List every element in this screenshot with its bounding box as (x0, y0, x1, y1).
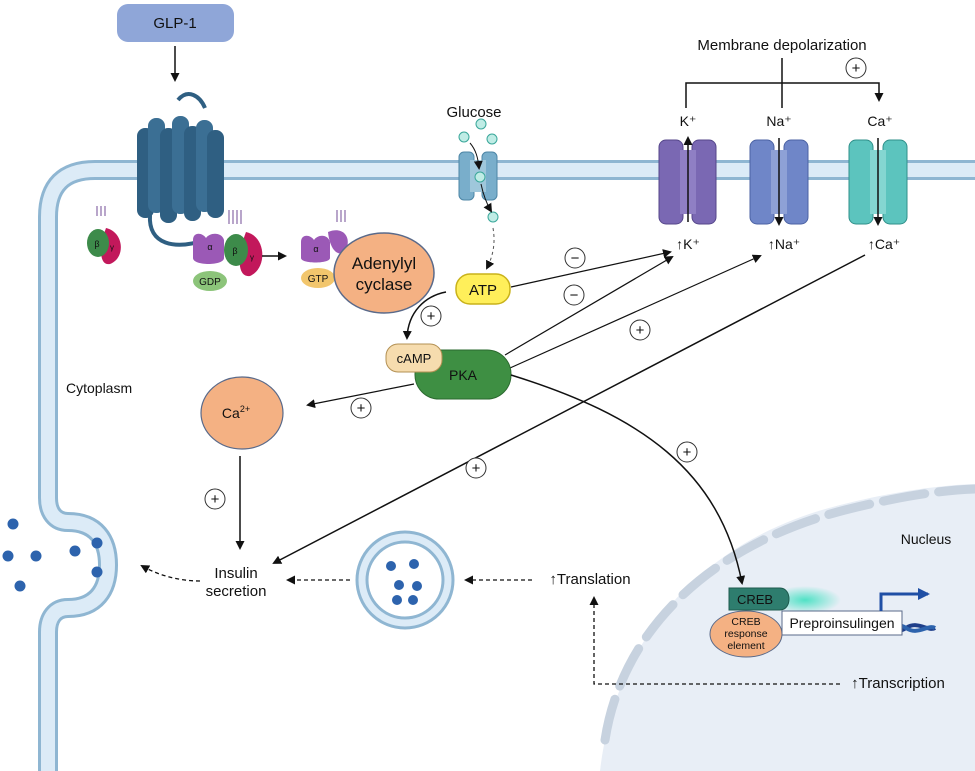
nuclear-envelope (600, 484, 975, 745)
plus-badge: + (845, 57, 867, 79)
adenylyl-cyclase (333, 232, 435, 314)
glp1-receptor (137, 92, 224, 247)
k-increase-label: ↑K⁺ (676, 236, 700, 252)
svg-text:+: + (211, 491, 220, 508)
plus-badge: + (629, 319, 651, 341)
atp-node (455, 273, 511, 305)
svg-text:α: α (207, 242, 212, 252)
insulin-secretion-label: Insulin (214, 565, 257, 582)
svg-text:secretion: secretion (206, 583, 267, 600)
creb-protein (728, 587, 790, 611)
na-channel (749, 138, 809, 226)
svg-text:α: α (313, 244, 318, 254)
transcription-label: ↑Transcription (851, 675, 945, 692)
svg-text:Ca2+: Ca2+ (222, 404, 250, 421)
camp-label: cAMP (397, 351, 432, 366)
na-increase-label: ↑Na⁺ (768, 236, 800, 252)
svg-text:+: + (472, 460, 481, 477)
transcription-start-arrow (879, 588, 930, 611)
nucleus-label: Nucleus (901, 531, 952, 547)
plus-badge: + (420, 305, 442, 327)
svg-text:CREB: CREB (731, 616, 760, 628)
plus-badge: + (204, 488, 226, 510)
creb-label: CREB (737, 592, 773, 607)
adenylyl-label: Adenylyl (352, 254, 416, 273)
minus-badge: − (564, 247, 586, 269)
calcium-node (200, 376, 284, 450)
camp-node (385, 343, 443, 373)
glp1-label: GLP-1 (153, 15, 196, 32)
ca-channel-label: Ca⁺ (867, 113, 892, 129)
g-beta-gamma-free: β γ (87, 206, 121, 265)
minus-badge: − (563, 284, 585, 306)
g-alpha-gtp: α GTP (301, 210, 348, 288)
glucose-label: Glucose (446, 104, 501, 121)
svg-text:cyclase: cyclase (356, 275, 413, 294)
glucose-molecules (458, 118, 499, 223)
membrane-depolarization-label: Membrane depolarization (697, 37, 866, 54)
svg-text:β: β (94, 239, 99, 249)
gene-label: Preproinsulingen (789, 615, 894, 631)
gtp-label: GTP (308, 274, 329, 285)
insulin-vesicle (355, 530, 455, 630)
creb-response-element (709, 610, 783, 658)
svg-text:−: − (571, 250, 580, 267)
pka-label: PKA (449, 367, 478, 383)
plus-badge: + (350, 397, 372, 419)
na-channel-label: Na⁺ (766, 113, 791, 129)
ca-channel (848, 138, 908, 226)
secreted-insulin-dots (2, 518, 103, 592)
plus-badge: + (676, 441, 698, 463)
glp1-box (117, 4, 234, 42)
translation-label: ↑Translation (549, 571, 630, 588)
k-channel (658, 136, 717, 225)
svg-text:+: + (683, 444, 692, 461)
atp-label: ATP (469, 282, 497, 299)
cytoplasm-label: Cytoplasm (66, 380, 132, 396)
svg-text:element: element (727, 640, 764, 652)
preproinsulin-gene (781, 610, 903, 636)
svg-text:γ: γ (250, 253, 254, 262)
svg-text:γ: γ (110, 243, 114, 252)
g-protein-gdp: β γ α GDP (193, 210, 263, 291)
svg-text:+: + (852, 60, 861, 77)
svg-text:β: β (232, 246, 237, 256)
svg-text:+: + (636, 322, 645, 339)
ca-increase-label: ↑Ca⁺ (868, 236, 900, 252)
svg-text:+: + (357, 400, 366, 417)
plus-badge: + (465, 457, 487, 479)
svg-text:+: + (427, 308, 436, 325)
gdp-label: GDP (199, 277, 221, 288)
k-channel-label: K⁺ (680, 113, 697, 129)
svg-text:response: response (724, 628, 767, 640)
svg-text:−: − (570, 287, 579, 304)
